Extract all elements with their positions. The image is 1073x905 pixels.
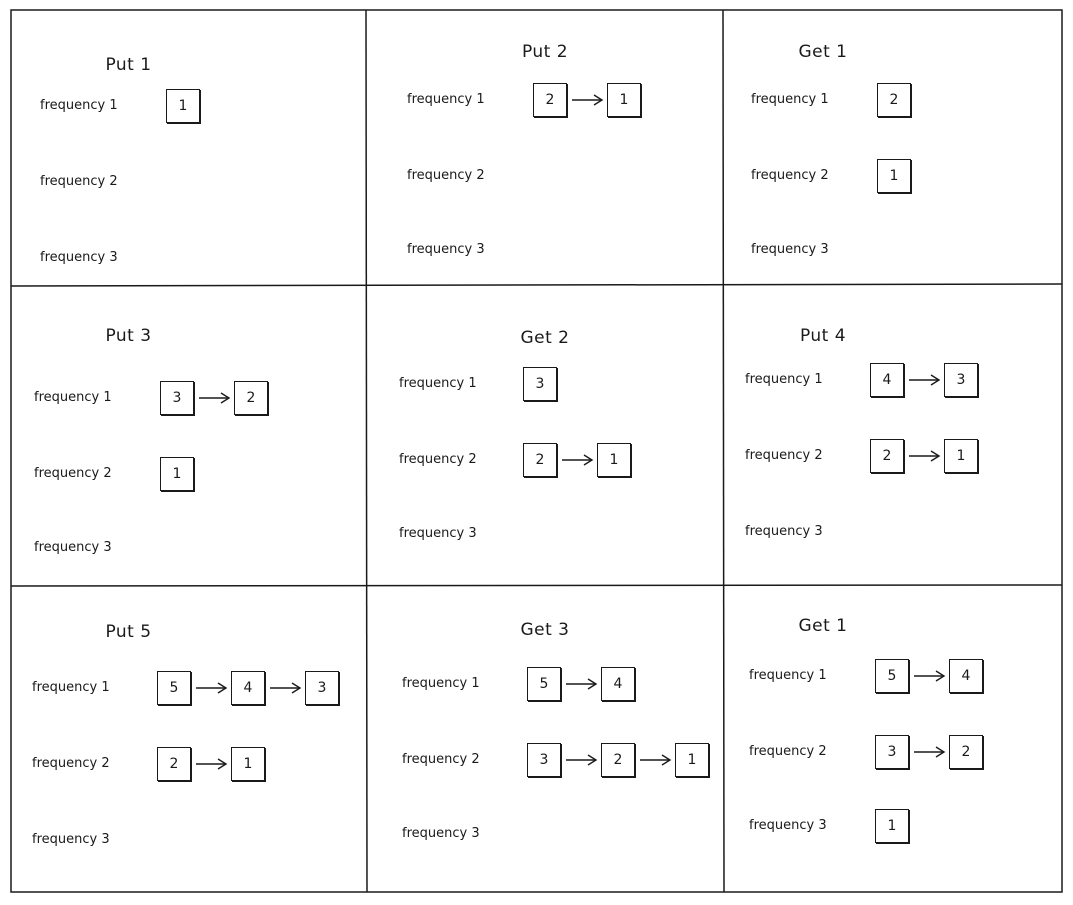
panel-2: Put 2 frequency 1 2 1 frequency 2 frequency 3 bbox=[367, 10, 723, 286]
horizontal-divider-1 bbox=[10, 283, 1063, 287]
list-node: 3 bbox=[305, 671, 339, 705]
frequency-label-2: frequency 2 bbox=[34, 466, 112, 481]
arrow-icon bbox=[562, 454, 594, 466]
arrow-icon bbox=[196, 758, 228, 770]
list-node: 3 bbox=[944, 363, 978, 397]
frequency-label-1: frequency 1 bbox=[402, 676, 480, 691]
list-node: 2 bbox=[157, 747, 191, 781]
list-node: 1 bbox=[944, 439, 978, 473]
frequency-label-3: frequency 3 bbox=[32, 832, 110, 847]
frequency-label-3: frequency 3 bbox=[40, 250, 118, 265]
list-node: 3 bbox=[523, 367, 557, 401]
list-node: 1 bbox=[607, 83, 641, 117]
arrow-icon bbox=[640, 754, 672, 766]
frequency-label-1: frequency 1 bbox=[751, 92, 829, 107]
panel-title: Put 3 bbox=[105, 326, 152, 346]
panel-title: Put 1 bbox=[105, 55, 152, 75]
frequency-label-2: frequency 2 bbox=[745, 448, 823, 463]
arrow-icon bbox=[270, 682, 302, 694]
frequency-label-2: frequency 2 bbox=[40, 174, 118, 189]
panel-title: Put 2 bbox=[521, 42, 569, 62]
list-node: 2 bbox=[601, 743, 635, 777]
arrow-icon bbox=[909, 450, 941, 462]
frequency-label-3: frequency 3 bbox=[749, 818, 827, 833]
panel-6: Put 4 frequency 1 4 3 frequency 2 2 1 frequency… bbox=[724, 286, 1062, 586]
panel-title: Put 5 bbox=[105, 622, 152, 642]
frequency-label-1: frequency 1 bbox=[407, 92, 485, 107]
panel-1: Put 1 frequency 1 1 frequency 2 frequency 3 bbox=[11, 10, 366, 286]
panel-8: Get 3 frequency 1 5 4 frequency 2 3 2 1 frequenc… bbox=[367, 586, 723, 892]
frequency-label-2: frequency 2 bbox=[32, 756, 110, 771]
frequency-label-2: frequency 2 bbox=[399, 452, 477, 467]
list-node: 2 bbox=[533, 83, 567, 117]
list-node: 2 bbox=[234, 381, 268, 415]
list-node: 3 bbox=[527, 743, 561, 777]
panel-title: Get 2 bbox=[520, 328, 570, 348]
list-node: 2 bbox=[523, 443, 557, 477]
list-node: 3 bbox=[160, 381, 194, 415]
list-node: 3 bbox=[875, 735, 909, 769]
frequency-label-3: frequency 3 bbox=[751, 242, 829, 257]
arrow-icon bbox=[572, 94, 604, 106]
frequency-label-1: frequency 1 bbox=[32, 680, 110, 695]
arrow-icon bbox=[566, 754, 598, 766]
panel-title: Get 1 bbox=[798, 616, 848, 636]
frequency-label-3: frequency 3 bbox=[34, 540, 112, 555]
panel-7: Put 5 frequency 1 5 4 3 frequency 2 2 1 frequenc… bbox=[11, 586, 366, 892]
panel-title: Get 3 bbox=[520, 620, 570, 640]
panel-9: Get 1 frequency 1 5 4 frequency 2 3 2 frequency… bbox=[724, 586, 1062, 892]
panel-4: Put 3 frequency 1 3 2 frequency 2 1 frequency … bbox=[11, 286, 366, 586]
outer-border bbox=[10, 9, 1063, 893]
list-node: 1 bbox=[160, 457, 194, 491]
list-node: 2 bbox=[870, 439, 904, 473]
vertical-divider-1 bbox=[365, 9, 368, 893]
list-node: 1 bbox=[231, 747, 265, 781]
list-node: 1 bbox=[675, 743, 709, 777]
list-node: 1 bbox=[877, 159, 911, 193]
frequency-label-3: frequency 3 bbox=[407, 242, 485, 257]
panel-title: Get 1 bbox=[798, 42, 848, 62]
list-node: 1 bbox=[875, 809, 909, 843]
frequency-label-3: frequency 3 bbox=[745, 524, 823, 539]
list-node: 5 bbox=[157, 671, 191, 705]
vertical-divider-2 bbox=[722, 9, 725, 893]
list-node: 5 bbox=[875, 659, 909, 693]
panel-5: Get 2 frequency 1 3 frequency 2 2 1 frequency … bbox=[367, 286, 723, 586]
frequency-label-2: frequency 2 bbox=[402, 752, 480, 767]
list-node: 2 bbox=[949, 735, 983, 769]
panel-3: Get 1 frequency 1 2 frequency 2 1 frequency 3 bbox=[724, 10, 1062, 286]
list-node: 4 bbox=[949, 659, 983, 693]
arrow-icon bbox=[199, 392, 231, 404]
list-node: 1 bbox=[166, 89, 200, 123]
list-node: 4 bbox=[870, 363, 904, 397]
panel-title: Put 4 bbox=[799, 326, 847, 346]
list-node: 5 bbox=[527, 667, 561, 701]
arrow-icon bbox=[914, 670, 946, 682]
frequency-label-1: frequency 1 bbox=[749, 668, 827, 683]
arrow-icon bbox=[566, 678, 598, 690]
list-node: 2 bbox=[877, 83, 911, 117]
arrow-icon bbox=[196, 682, 228, 694]
frequency-label-2: frequency 2 bbox=[407, 168, 485, 183]
frequency-label-1: frequency 1 bbox=[34, 390, 112, 405]
list-node: 4 bbox=[601, 667, 635, 701]
frequency-label-2: frequency 2 bbox=[749, 744, 827, 759]
horizontal-divider-2 bbox=[10, 584, 1063, 587]
frequency-label-1: frequency 1 bbox=[745, 372, 823, 387]
frequency-label-1: frequency 1 bbox=[399, 376, 477, 391]
arrow-icon bbox=[909, 374, 941, 386]
frequency-label-1: frequency 1 bbox=[40, 98, 118, 113]
frequency-label-2: frequency 2 bbox=[751, 168, 829, 183]
frequency-label-3: frequency 3 bbox=[402, 826, 480, 841]
arrow-icon bbox=[914, 746, 946, 758]
list-node: 4 bbox=[231, 671, 265, 705]
frequency-label-3: frequency 3 bbox=[399, 526, 477, 541]
list-node: 1 bbox=[597, 443, 631, 477]
